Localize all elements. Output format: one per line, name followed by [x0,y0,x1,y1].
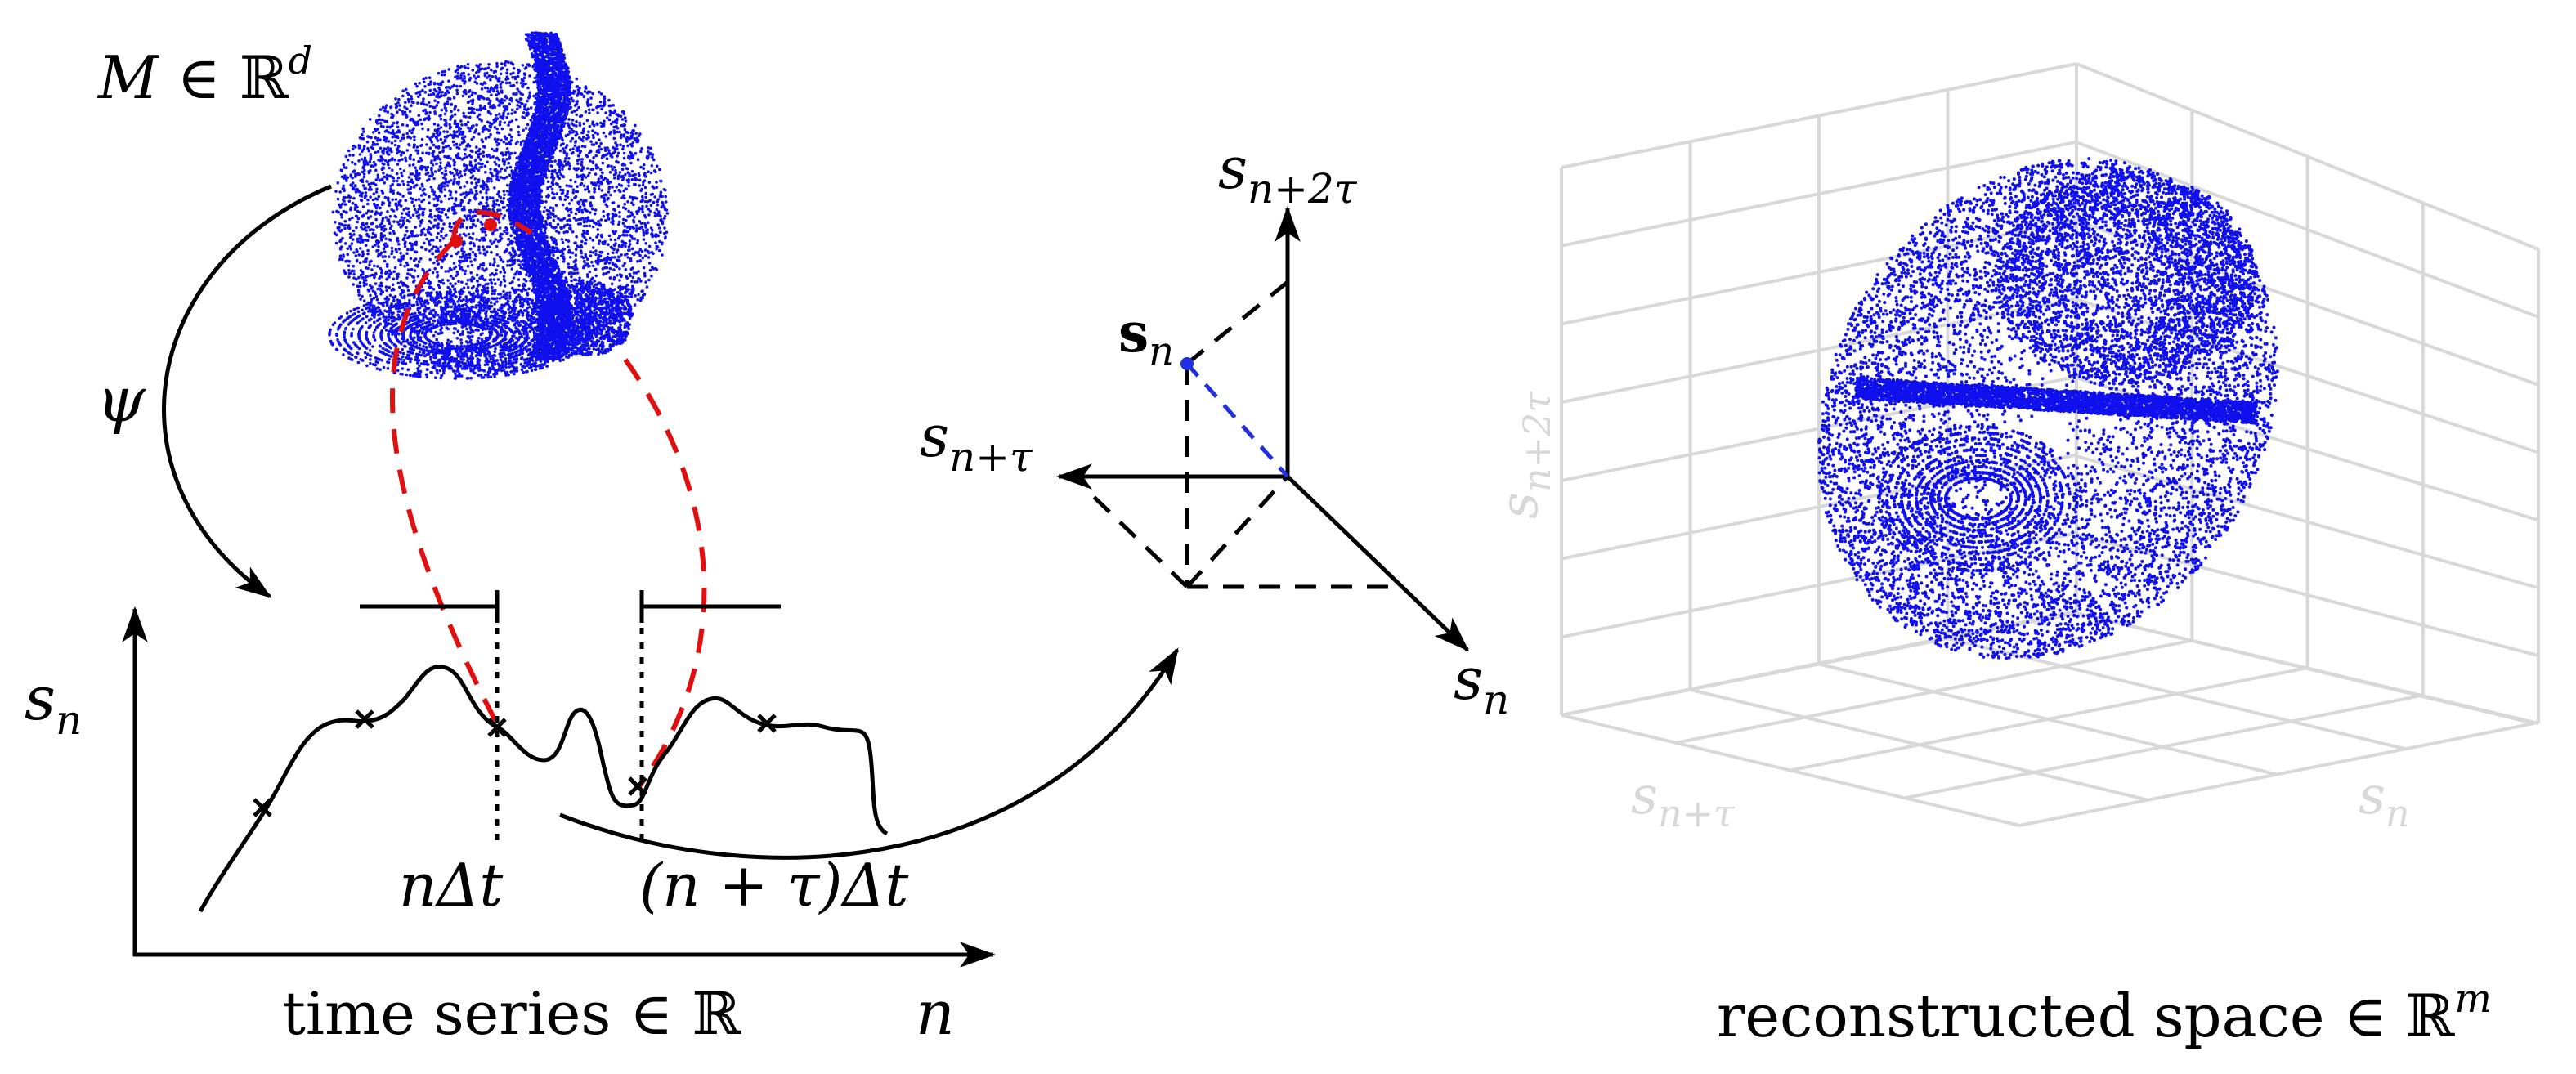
embedding-point-label: sn [1118,301,1174,374]
embedding-down-label-main: s [1454,646,1483,713]
recon-x-label-main: s [1631,766,1658,826]
recon-z-label-main: s [1490,492,1550,519]
embedding-axes-panel: sn+2τ sn+τ sn sn [920,135,1509,723]
psi-map-arrow [164,186,331,597]
recon-x-label: sn+τ [1631,766,1736,835]
reconstruction-point-cloud [1817,157,2279,660]
time-series-y-label-main: s [25,664,56,734]
psi-label: ψ [96,363,146,436]
manifold-label-rel: ∈ ℝ [159,43,289,112]
manifold-point-b [484,218,497,231]
embedding-up-label-main: s [1218,135,1248,202]
manifold-label-main: M [96,43,160,112]
time-series-y-label: sn [25,664,82,744]
reconstruction-box-grid [1561,64,2538,826]
embedding-down-label: sn [1454,646,1509,723]
window-bracket-right [642,590,781,623]
recon-caption: reconstructed space ∈ ℝm [1717,976,2492,1050]
tick-label-n-tau: (n + τ)Δt [639,851,909,920]
recon-x-label-sub: n+τ [1658,791,1736,835]
manifold-label: M ∈ ℝd [96,38,312,112]
embedding-down-label-sub: n [1483,676,1509,723]
embedding-point-label-sub: n [1149,329,1174,374]
recon-caption-sup: m [2454,976,2492,1022]
embedding-vector-dash [1187,364,1288,477]
recon-y-label: sn [2359,766,2409,835]
link-right [625,360,704,786]
time-series-x-label: n [916,978,955,1049]
embedding-up-label: sn+2τ [1218,135,1358,213]
tick-label-n: nΔt [399,851,504,920]
recon-y-label-main: s [2359,766,2386,826]
sample-crosses [254,711,775,816]
embedding-point-label-main: s [1118,301,1149,365]
time-series-y-label-sub: n [56,696,82,744]
embedding-point [1180,357,1194,370]
recon-z-label-sub: n+2τ [1515,391,1559,492]
manifold-label-sup: d [289,38,312,83]
manifold-point-a [450,235,463,248]
recon-z-label: sn+2τ [1490,391,1559,519]
window-bracket-left [360,590,497,623]
manifold-point-cloud [328,31,669,380]
reconstruction-panel: sn+2τ sn+τ sn reconstructed space ∈ ℝm [1490,64,2538,1050]
manifold-attractor [328,31,669,380]
embedding-left-label: sn+τ [920,403,1033,481]
time-series-caption: time series ∈ ℝ [282,979,741,1048]
time-series-panel: sn n time series ∈ ℝ nΔt (n + τ)Δt [25,590,993,1049]
recon-y-label-sub: n [2386,791,2410,835]
embedding-axis-down [1288,477,1467,650]
embedding-up-label-sub: n+2τ [1248,165,1358,213]
recon-caption-main: reconstructed space ∈ ℝ [1717,982,2456,1050]
embedding-left-label-sub: n+τ [949,433,1033,481]
embedding-left-label-main: s [920,403,949,470]
